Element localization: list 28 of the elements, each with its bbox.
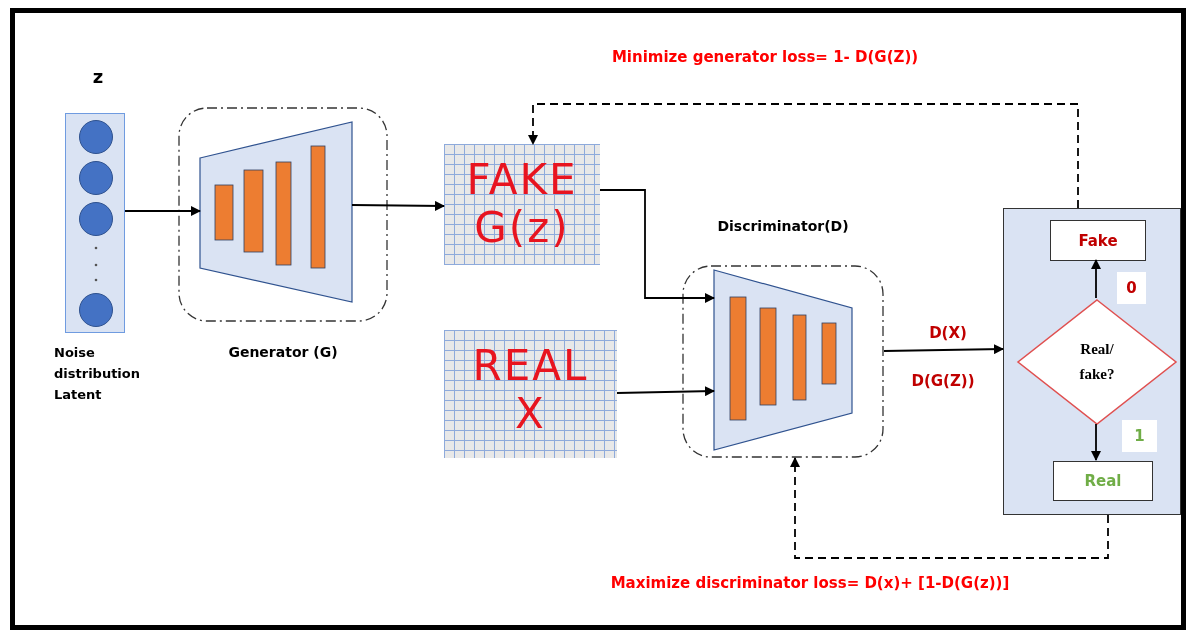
loss-formula: Maximize discriminator loss= D(x)+ [1-D(G(z))] xyxy=(609,574,1011,592)
result-label: Real xyxy=(1053,461,1153,501)
arrow xyxy=(883,344,1004,355)
arrow xyxy=(124,206,201,216)
arrow xyxy=(351,200,445,211)
network-label: Discriminator(D) xyxy=(716,218,850,234)
neural-network-drawing xyxy=(714,270,852,450)
vector-label: z xyxy=(91,66,105,87)
handwritten-label: FAKE G(z) xyxy=(465,156,579,252)
node-label: Noise distribution Latent xyxy=(54,344,141,404)
signal-label: D(G(Z)) xyxy=(910,372,976,390)
handwritten-label: REAL X xyxy=(471,342,590,438)
question-text: Real/ fake? xyxy=(1078,340,1116,384)
arrow xyxy=(1091,423,1101,461)
network-label: Generator (G) xyxy=(227,344,339,360)
arrow xyxy=(616,386,715,397)
output-panel xyxy=(1003,208,1181,515)
loss-formula: Minimize generator loss= 1- D(G(Z)) xyxy=(610,48,920,66)
result-label: Fake xyxy=(1050,220,1146,261)
grid-paper-card xyxy=(444,330,617,458)
arrow xyxy=(1091,259,1101,299)
edge-label: 1 xyxy=(1122,420,1157,452)
arrow xyxy=(599,189,715,303)
neural-network-drawing xyxy=(200,122,352,302)
arrow xyxy=(790,457,1109,559)
grid-paper-card xyxy=(444,144,600,265)
arrow xyxy=(528,103,1079,209)
edge-label: 0 xyxy=(1117,272,1146,304)
